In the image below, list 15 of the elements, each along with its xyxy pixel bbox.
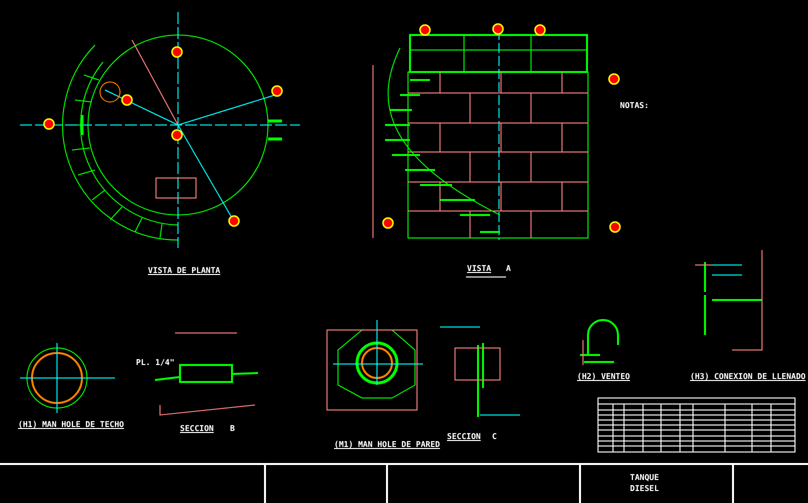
section-marker-letter: A	[506, 264, 511, 274]
view-title: VISTA	[467, 264, 492, 274]
detail-title: (M1) MAN HOLE DE PARED	[334, 440, 440, 450]
title-block-text: TANQUE	[630, 473, 659, 483]
plate-label: PL. 1/4"	[136, 358, 175, 368]
view-title: VISTA DE PLANTA	[148, 266, 220, 276]
detail-title: (H3) CONEXION DE LLENADO	[690, 372, 806, 382]
section-title: SECCION	[447, 432, 481, 442]
section-marker-letter: C	[492, 432, 497, 442]
detail-title: (H2) VENTEO	[577, 372, 630, 382]
notes-heading: NOTAS:	[620, 101, 649, 111]
section-title: SECCION	[180, 424, 214, 434]
section-marker-letter: B	[230, 424, 235, 434]
detail-title: (H1) MAN HOLE DE TECHO	[18, 420, 124, 430]
title-block-text: DIESEL	[630, 484, 659, 494]
